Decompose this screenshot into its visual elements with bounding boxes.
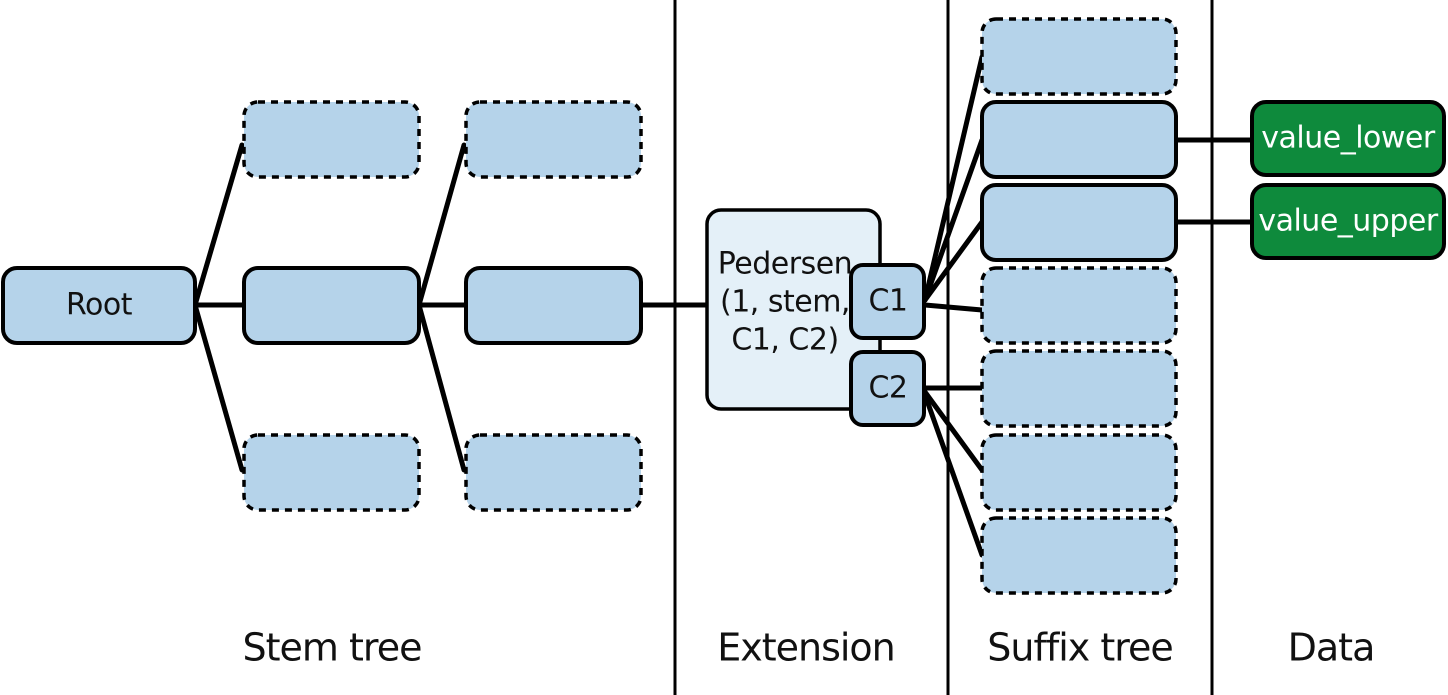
stem-node — [242, 266, 421, 345]
suffix-node-lower — [980, 100, 1178, 179]
suffix-node-placeholder — [980, 17, 1178, 96]
stem-tree-edges — [192, 142, 710, 473]
section-label-stem-tree: Stem tree — [243, 626, 422, 670]
suffix-node-placeholder — [980, 349, 1178, 428]
c1-commitment-node — [849, 263, 926, 340]
suffix-node-placeholder — [980, 266, 1178, 345]
pedersen-label-line-1: Pedersen — [718, 247, 852, 282]
root-label: Root — [66, 288, 133, 323]
root-node — [1, 266, 197, 345]
suffix-node-upper — [980, 183, 1178, 262]
section-label-suffix-tree: Suffix tree — [987, 626, 1173, 670]
c1-label: C1 — [868, 284, 907, 319]
stem-node-placeholder — [464, 433, 643, 512]
stem-node-placeholder — [242, 100, 421, 179]
section-label-extension: Extension — [717, 626, 895, 670]
value-lower-label: value_lower — [1261, 121, 1436, 156]
stem-node-placeholder — [242, 433, 421, 512]
stem-node — [464, 266, 643, 345]
c2-commitment-node — [849, 350, 926, 427]
stem-node-placeholder — [464, 100, 643, 179]
pedersen-label-line-3: C1, C2) — [731, 323, 838, 358]
section-label-data: Data — [1288, 626, 1375, 670]
suffix-node-placeholder — [980, 433, 1178, 512]
suffix-tree-edges — [876, 54, 1255, 558]
pedersen-label-line-2: (1, stem, — [720, 285, 850, 320]
value-upper-node — [1250, 183, 1446, 260]
c2-label: C2 — [868, 371, 907, 406]
value-upper-label: value_upper — [1258, 204, 1439, 239]
value-lower-node — [1250, 100, 1446, 177]
suffix-node-placeholder — [980, 516, 1178, 595]
